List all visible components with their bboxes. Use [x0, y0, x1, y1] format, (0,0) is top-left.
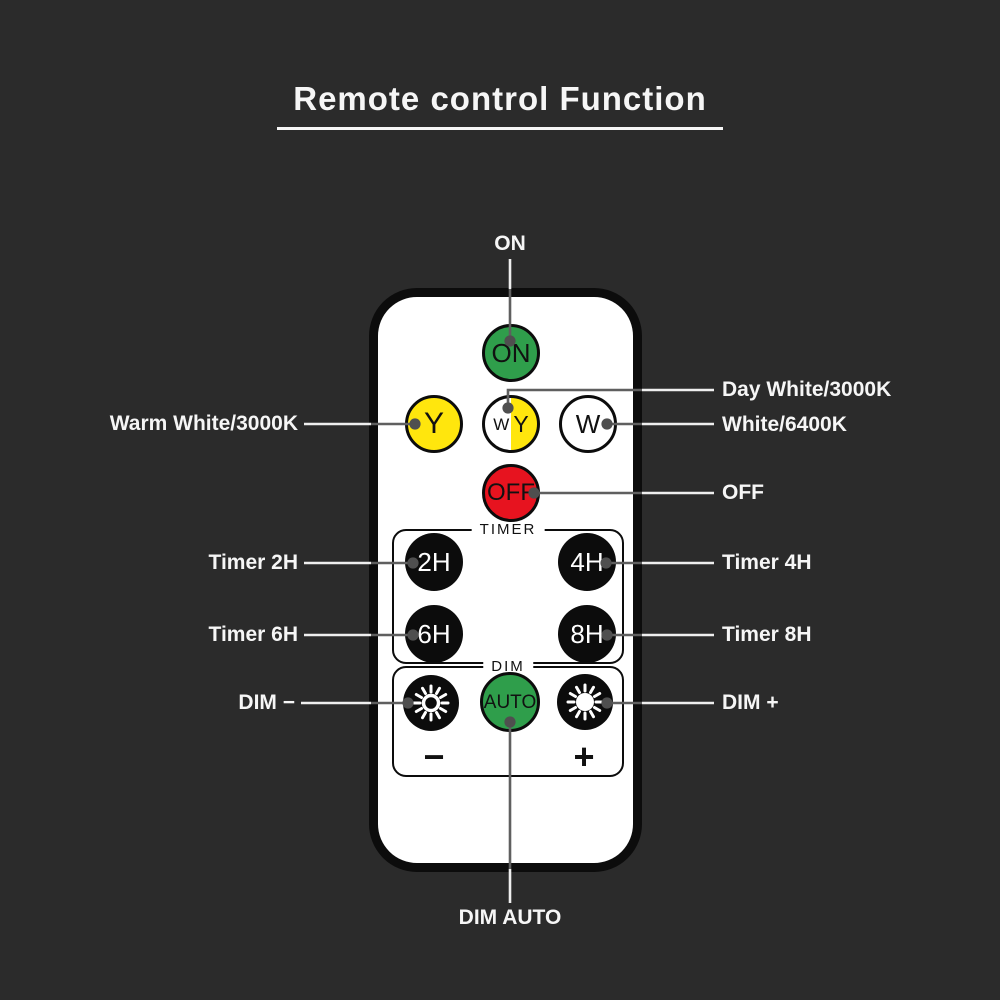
timer-group-label: TIMER: [471, 520, 545, 540]
callout-off: OFF: [722, 481, 764, 504]
on-button[interactable]: ON: [482, 324, 540, 382]
day-white-button[interactable]: W Y: [482, 395, 540, 453]
callout-timer-8h: Timer 8H: [722, 623, 812, 646]
timer-8h-button[interactable]: 8H: [558, 605, 616, 663]
callout-timer-4h: Timer 4H: [722, 551, 812, 574]
white-button[interactable]: W: [559, 395, 617, 453]
timer-6h-button[interactable]: 6H: [405, 605, 463, 663]
dim-group-box: DIM: [392, 657, 624, 777]
title-underline: [277, 127, 723, 130]
dim-group-label: DIM: [483, 657, 533, 677]
page-title: Remote control Function: [293, 80, 707, 117]
brightness-down-icon: [412, 684, 450, 722]
day-white-button-y-label: Y: [513, 410, 529, 437]
callout-dim-minus: DIM −: [238, 691, 295, 714]
callout-timer-2h: Timer 2H: [208, 551, 299, 574]
callout-timer-6h: Timer 6H: [208, 623, 299, 646]
warm-white-button[interactable]: Y: [405, 395, 463, 453]
timer-4h-button[interactable]: 4H: [558, 533, 616, 591]
callout-on: ON: [494, 232, 526, 255]
callout-dim-plus: DIM +: [722, 691, 779, 714]
minus-sign: −: [423, 736, 445, 777]
callout-day-white: Day White/3000K: [722, 378, 892, 401]
plus-sign: +: [573, 736, 595, 777]
callout-white-6400: White/6400K: [722, 413, 847, 436]
dim-minus-button[interactable]: [403, 675, 459, 731]
callout-dim-auto: DIM AUTO: [458, 906, 562, 929]
day-white-button-w-label: W: [493, 414, 510, 434]
remote-body: TIMER DIM ON Y W Y W OFF 2H 4H 6H 8H: [369, 288, 642, 872]
timer-2h-button[interactable]: 2H: [405, 533, 463, 591]
off-button[interactable]: OFF: [482, 464, 540, 522]
dim-plus-button[interactable]: [557, 674, 613, 730]
callout-warm-white: Warm White/3000K: [109, 412, 298, 435]
dim-auto-button[interactable]: AUTO: [480, 672, 540, 732]
brightness-up-icon: [566, 683, 604, 721]
